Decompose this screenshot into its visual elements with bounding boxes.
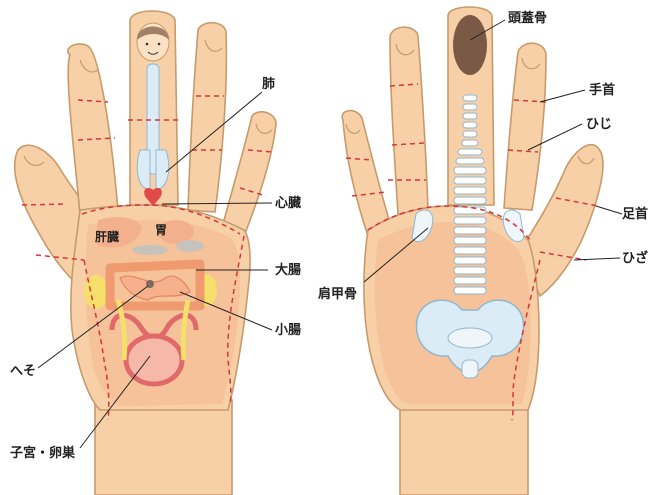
label-knee: ひざ [622, 250, 648, 266]
scapula-left [411, 209, 434, 242]
right-hand [341, 6, 604, 495]
label-elbow: ひじ [586, 117, 612, 132]
label-heart: 心臓 [275, 195, 301, 211]
left-index-finger [67, 43, 119, 215]
right-ring-finger [389, 26, 429, 215]
label-wrist: 手首 [589, 82, 615, 98]
skull [453, 15, 487, 75]
label-liver: 肝臓 [95, 229, 119, 244]
label-stomach: 胃 [155, 223, 167, 237]
right-thumb [519, 143, 604, 298]
left-pinky [221, 111, 277, 238]
kidney-left [84, 275, 108, 309]
label-uterus-ovary: 子宮・卵巣 [10, 445, 76, 461]
left-hand [13, 10, 277, 495]
right-leaders [363, 19, 623, 283]
pancreas [176, 240, 204, 252]
trachea [146, 63, 160, 175]
left-ring-finger [187, 21, 228, 213]
heart [144, 187, 162, 206]
right-pinky [341, 109, 394, 237]
label-small-intestine: 小腸 [275, 323, 301, 338]
label-scapula: 肩甲骨 [318, 286, 357, 302]
right-wrist [399, 399, 529, 495]
label-ankle: 足首 [622, 206, 648, 222]
left-leaders [37, 91, 273, 449]
left-wrist [94, 399, 233, 495]
stomach [158, 220, 194, 244]
label-navel: へそ [10, 364, 36, 379]
scapula-right [502, 209, 525, 242]
face-hair [137, 26, 169, 40]
right-index-finger [503, 42, 547, 211]
spine [453, 94, 487, 295]
large-intestine [105, 259, 205, 311]
label-lung: 肺 [262, 76, 275, 92]
label-large-intestine: 大腸 [275, 262, 301, 278]
label-skull: 頭蓋骨 [508, 10, 547, 26]
liver [96, 217, 142, 248]
